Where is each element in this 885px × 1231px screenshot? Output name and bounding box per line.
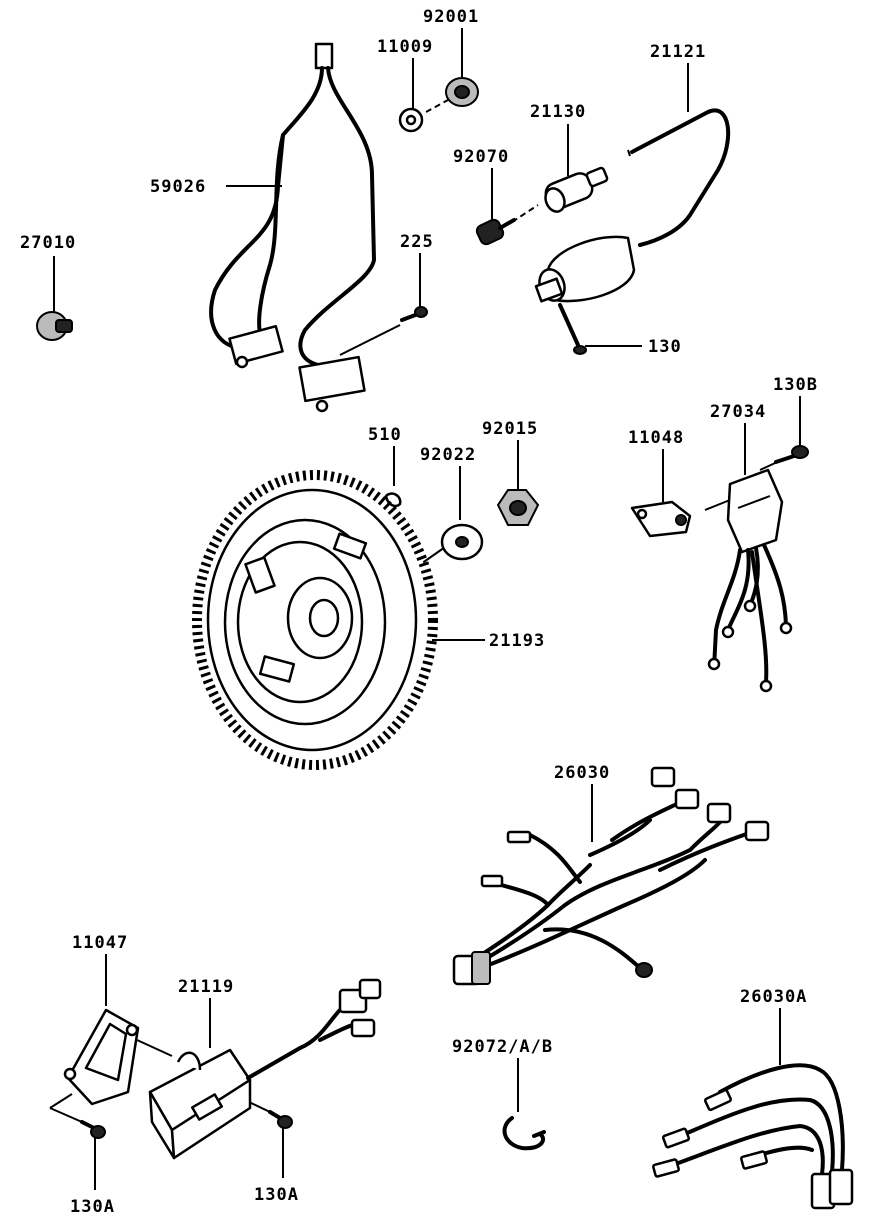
assembly-line-11047 [136,1039,173,1057]
label-59026: 59026 [150,177,206,197]
label-21121: 21121 [650,42,706,62]
spark-plug-92070 [475,218,516,246]
label-27010: 27010 [20,233,76,253]
label-11047: 11047 [72,933,128,953]
label-130A-right: 130A [254,1185,299,1205]
label-26030A: 26030A [740,987,807,1007]
label-92022: 92022 [420,445,476,465]
bolt-130A-right [268,1110,293,1129]
label-21119: 21119 [178,977,234,997]
label-130A-left: 130A [70,1197,115,1217]
washer-92022 [440,523,484,561]
label-27034: 27034 [710,402,766,422]
assembly-line-225 [339,324,401,356]
nut-92015 [496,489,540,526]
bolt-130B [774,445,809,464]
assembly-line-130A-a [49,1093,73,1109]
label-225: 225 [400,232,434,252]
ignition-coil-21121 [534,108,731,355]
switch-27010 [36,311,73,341]
label-11048: 11048 [628,428,684,448]
clamp-92072 [502,1116,546,1151]
label-21130: 21130 [530,102,586,122]
label-92070: 92070 [453,147,509,167]
label-92001: 92001 [423,7,479,27]
label-510: 510 [368,425,402,445]
nut-92001 [445,77,479,107]
label-92015: 92015 [482,419,538,439]
assembly-line-130A-b [49,1107,83,1123]
label-130: 130 [648,337,682,357]
regulator-27034 [707,468,793,693]
label-130B: 130B [773,375,818,395]
cdi-unit-21119 [148,978,382,1160]
assembly-line-92070 [511,204,539,223]
label-26030: 26030 [554,763,610,783]
bolt-130A-left [80,1120,106,1139]
assembly-line-11009 [425,99,449,113]
plug-cap-21130 [544,166,609,213]
label-21193: 21193 [489,631,545,651]
harness-26030A [652,1063,854,1210]
coil-harness-59026 [209,42,376,413]
washer-11009 [398,107,424,133]
assembly-line-11048 [704,499,731,511]
flywheel-21193 [192,470,438,770]
screw-225 [400,306,428,322]
harness-26030 [452,766,770,986]
label-11009: 11009 [377,37,433,57]
label-92072: 92072/A/B [452,1037,553,1057]
bracket-11047 [63,1008,140,1106]
bracket-11048 [630,500,692,538]
